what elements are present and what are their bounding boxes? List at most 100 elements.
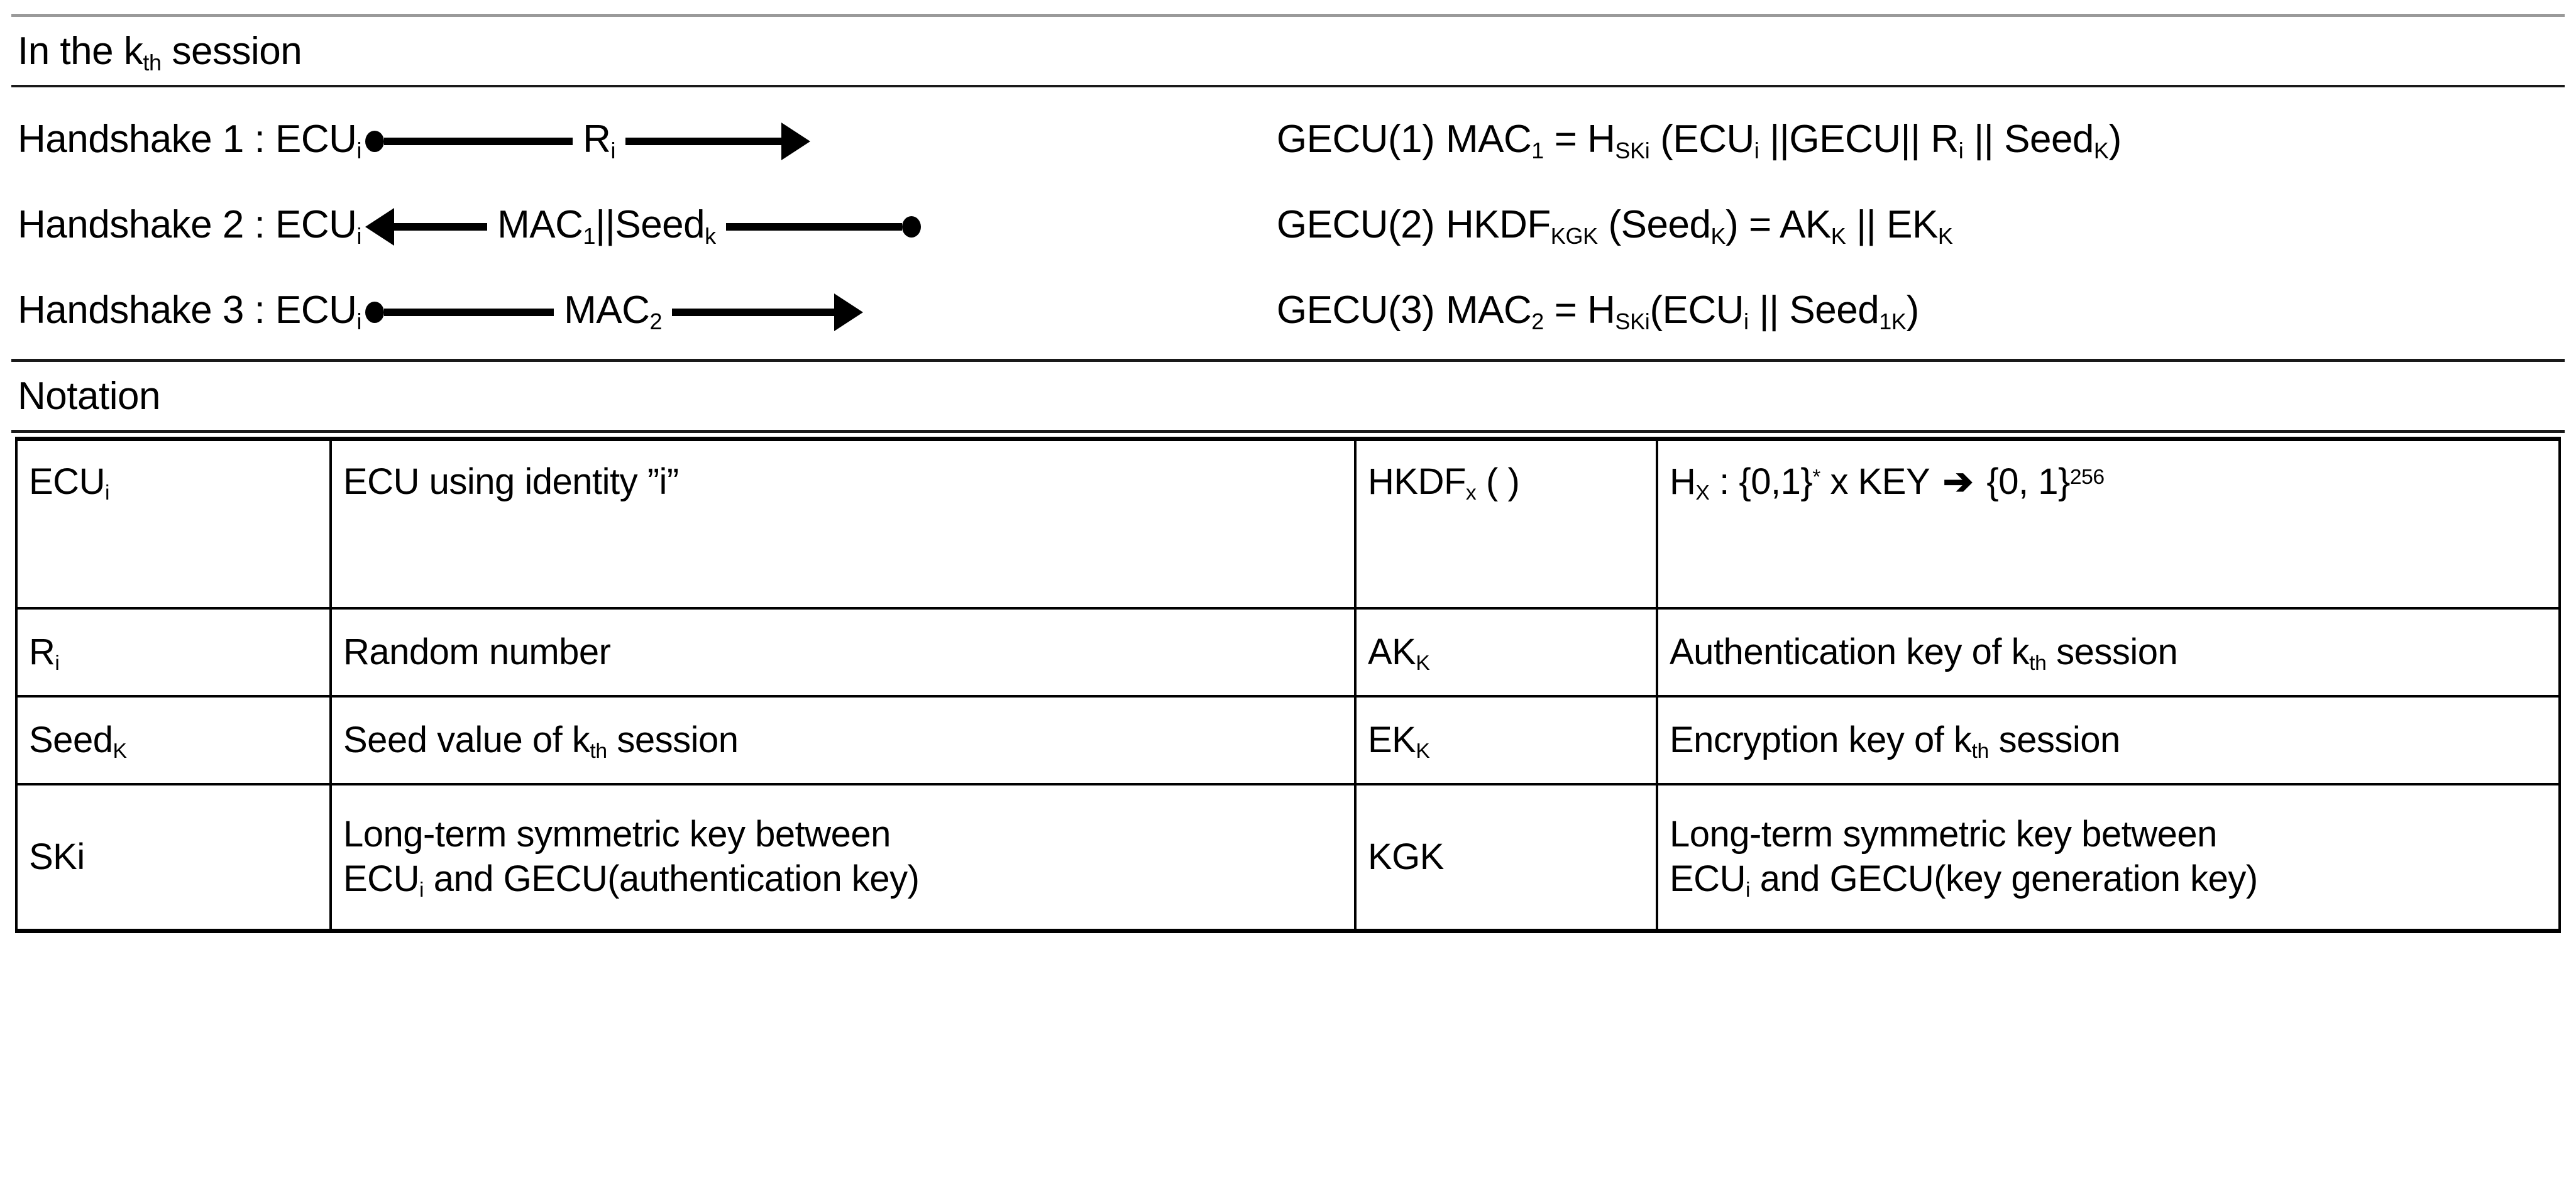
seedvalue-tail: session: [607, 719, 739, 760]
handshake-2-message-subscript-2: k: [705, 222, 716, 249]
session-heading-tail: session: [161, 30, 302, 73]
symbol-text: ECU: [29, 461, 105, 502]
arrow-line-left: [384, 138, 573, 145]
symbol-text: Seed: [29, 719, 113, 760]
equation-3-rhs-sub-1: i: [1744, 308, 1749, 334]
equation-1-rhs-sub-3: K: [2093, 137, 2109, 163]
symbol-subscript: i: [104, 481, 110, 505]
table-row: SeedK Seed value of kth session EKK Encr…: [15, 695, 2561, 785]
equation-3-rhs-sub-2: 1K: [1879, 308, 1907, 334]
handshake-3-message: MAC2: [554, 288, 672, 334]
enckey-tail: session: [1988, 719, 2121, 760]
handshake-3-label: Handshake 3 : ECUi: [11, 288, 362, 334]
handshake-2-label-subscript: i: [356, 222, 362, 249]
arrow-head-left-icon: [365, 208, 395, 246]
cell-description-authkey: Authentication key of kth session: [1656, 607, 2561, 698]
equation-3-operator: = H: [1543, 288, 1616, 332]
arrow-line-left: [384, 309, 554, 316]
handshake-3-label-subscript: i: [356, 308, 362, 334]
equation-1-number: (1): [1388, 117, 1435, 161]
equation-1-lhs-subscript: 1: [1531, 137, 1544, 163]
hash-star-superscript: *: [1812, 465, 1820, 489]
arrow-line-right: [625, 138, 783, 145]
equation-3-lhs: MAC: [1446, 288, 1532, 332]
notation-heading: Notation: [18, 375, 160, 418]
cell-symbol-ecu: ECUi: [15, 437, 332, 610]
session-heading: In the kth session: [11, 17, 2565, 85]
symbol2-text: AK: [1368, 631, 1416, 672]
symbol2-subscript: K: [1416, 652, 1430, 676]
handshake-2-endpoint: GECU: [1276, 202, 1389, 246]
notation-divider-top: [11, 359, 2565, 362]
table-row: Ri Random number AKK Authentication key …: [15, 607, 2561, 698]
handshake-1-message-subscript: i: [610, 137, 616, 163]
hash-symbol: H: [1670, 461, 1696, 502]
hash-codomain: {0, 1}: [1976, 461, 2070, 502]
equation-3-rhs-2: || Seed: [1748, 288, 1880, 332]
enckey-subscript: th: [1971, 740, 1990, 763]
equation-1: (1) MAC1 = HSKi (ECUi ||GECU|| Ri || See…: [1388, 117, 2122, 163]
handshake-row-3: Handshake 3 : ECUi MAC2 GECU (3) MAC2 = …: [11, 267, 2565, 353]
handshake-1-label-text: Handshake 1 : ECU: [18, 117, 357, 161]
handshake-row-2: Handshake 2 : ECUi MAC1||Seedk GECU (2) …: [11, 182, 2565, 267]
symbol2-subscript: K: [1416, 740, 1430, 763]
handshake-2-label-text: Handshake 2 : ECU: [18, 202, 357, 246]
equation-3-number: (3): [1388, 288, 1435, 332]
hash-domain: : {0,1}: [1709, 461, 1813, 502]
hash-key-text: x KEY: [1820, 461, 1939, 502]
ski-line2-tail: and GECU(authentication key): [424, 858, 920, 899]
equation-2-operator: (Seed: [1597, 202, 1711, 246]
equation-1-rhs-sub-2: i: [1958, 137, 1964, 163]
origin-dot-icon: [365, 131, 385, 152]
symbol2-text: HKDF: [1368, 461, 1466, 502]
cell-description-enckey: Encryption key of kth session: [1656, 695, 2561, 785]
equation-3-body: MAC2 = HSKi(ECUi || Seed1K): [1446, 288, 1919, 334]
hash-subscript: X: [1695, 481, 1710, 505]
cell-description-ski: Long-term symmetric key between ECUi and…: [329, 783, 1357, 933]
equation-1-rhs-1: (ECU: [1649, 117, 1754, 161]
arrow-head-right-icon: [834, 293, 864, 331]
cell-description-kgk: Long-term symmetric key between ECUi and…: [1656, 783, 2561, 933]
authkey-tail: session: [2046, 631, 2178, 672]
kgk-line2-subscript: i: [1745, 878, 1751, 902]
handshake-1-label-subscript: i: [356, 137, 362, 163]
handshake-1-arrow: Ri: [361, 118, 1277, 164]
equation-1-lhs: MAC: [1446, 117, 1532, 161]
equation-3: (3) MAC2 = HSKi(ECUi || Seed1K): [1388, 288, 1919, 334]
seedvalue-subscript: th: [590, 740, 607, 763]
enckey-text: Encryption key of k: [1670, 719, 1972, 760]
origin-dot-icon: [365, 302, 385, 323]
table-row: SKi Long-term symmetric key between ECUi…: [15, 783, 2561, 933]
arrow-line-right: [725, 223, 902, 231]
seedvalue-text: Seed value of k: [343, 719, 590, 760]
handshake-2-message-text: MAC: [497, 202, 583, 246]
handshake-row-1: Handshake 1 : ECUi Ri GECU (1) MAC1 = HS…: [11, 96, 2565, 182]
equation-2-lhs-subscript: KGK: [1550, 222, 1598, 249]
handshake-3-message-subscript: 2: [649, 308, 663, 334]
kgk-line1: Long-term symmetric key between: [1670, 814, 2217, 855]
equation-1-rhs-4: ): [2108, 117, 2122, 161]
ski-line2-prefix: ECU: [343, 858, 419, 899]
heading-divider: [11, 85, 2565, 87]
authkey-subscript: th: [2029, 652, 2047, 676]
equation-1-rhs-3: || Seed: [1963, 117, 2094, 161]
arrow-line-left: [393, 223, 488, 231]
symbol-subscript: i: [55, 652, 60, 676]
equation-2-seed-subscript: K: [1710, 222, 1726, 249]
symbol2-subscript: x: [1465, 481, 1477, 505]
equation-3-hash-subscript: SKi: [1615, 308, 1650, 334]
cell-description-ecu: ECU using identity ”i”: [329, 437, 1357, 610]
equation-2-body: HKDFKGK (SeedK) = AKK || EKK: [1446, 202, 1953, 249]
symbol-subscript: K: [113, 740, 127, 763]
maps-to-arrow-icon: ➔: [1942, 461, 1974, 502]
arrow-line-right: [672, 309, 836, 316]
cell-description-hash: HX : {0,1}* x KEY ➔ {0, 1}256: [1656, 437, 2561, 610]
ski-line1: Long-term symmetric key between: [343, 814, 891, 855]
cell-symbol-ri: Ri: [15, 607, 332, 698]
equation-1-rhs-2: ||GECU|| R: [1759, 117, 1959, 161]
authkey-text: Authentication key of k: [1670, 631, 2030, 672]
equation-2-rhs-sub-2: K: [1937, 222, 1953, 249]
equation-2: (2) HKDFKGK (SeedK) = AKK || EKK: [1388, 202, 1953, 249]
handshake-2-message-tail: ||Seed: [595, 202, 705, 246]
table-row: ECUi ECU using identity ”i” HKDFx ( ) HX…: [15, 437, 2561, 610]
